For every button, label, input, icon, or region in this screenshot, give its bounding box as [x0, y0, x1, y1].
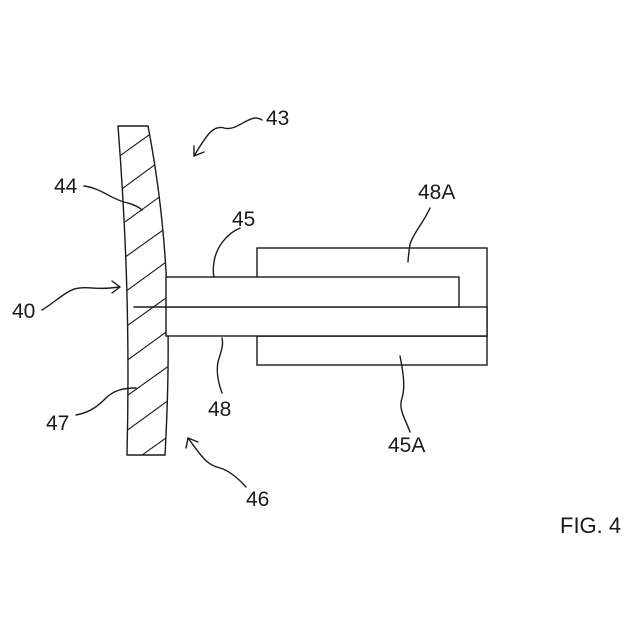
label-48A: 48A — [418, 181, 455, 204]
label-45A: 45A — [388, 434, 425, 457]
leader-45 — [213, 228, 240, 277]
leader-48 — [217, 338, 222, 393]
arm-48 — [166, 307, 487, 336]
label-43: 43 — [266, 107, 289, 130]
leader-46-arrow — [188, 438, 246, 487]
label-44: 44 — [54, 175, 78, 198]
label-47: 47 — [46, 412, 69, 435]
leader-44 — [84, 186, 142, 210]
label-46: 46 — [246, 488, 269, 511]
leader-43-arrow — [194, 118, 262, 156]
label-45: 45 — [232, 208, 255, 231]
label-48: 48 — [208, 398, 231, 421]
leader-45A — [400, 356, 410, 432]
leader-40-arrow — [42, 287, 120, 310]
arm-45 — [166, 277, 459, 307]
label-40: 40 — [12, 300, 35, 323]
block-45A — [257, 336, 487, 365]
figure-caption: FIG. 4 — [560, 513, 621, 538]
leader-47 — [76, 388, 136, 415]
